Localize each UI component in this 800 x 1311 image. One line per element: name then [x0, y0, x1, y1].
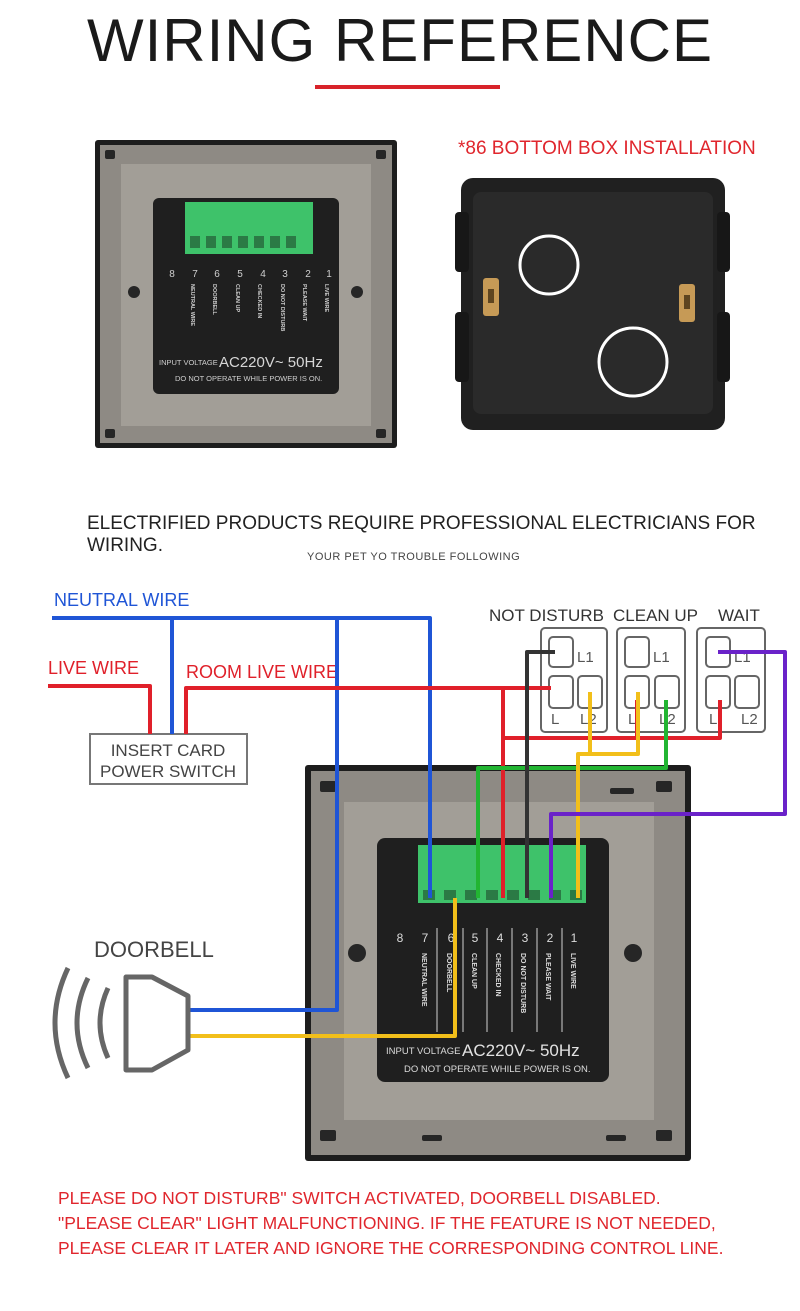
top-terminal-name: NEUTRAL WIRE [189, 284, 195, 326]
warning-line: PLEASE DO NOT DISTURB" SWITCH ACTIVATED,… [58, 1188, 661, 1208]
top-terminal-name: CLEAN UP [234, 284, 240, 312]
voltage-prefix: INPUT VOLTAGE [386, 1046, 460, 1057]
top-terminal-number: 8 [169, 269, 175, 280]
top-terminal-number: 5 [237, 269, 243, 280]
warning-line: PLEASE CLEAR IT LATER AND IGNORE THE COR… [58, 1238, 724, 1258]
switch3-terminal-l2: L2 [741, 711, 758, 728]
top-terminal-number: 1 [326, 269, 332, 280]
switch3-terminal-l: L [709, 711, 717, 728]
yellow-wire [576, 692, 640, 898]
power-warning: DO NOT OPERATE WHILE POWER IS ON. [404, 1064, 591, 1075]
top-terminal-name: PLEASE WAIT [301, 284, 307, 322]
main-switch-panel: 8 7 6 5 4 3 2 1 NEUTRAL WIRE DOORBELL CL… [305, 765, 691, 1161]
top-voltage-prefix: INPUT VOLTAGE [159, 358, 218, 367]
room-live-wire [184, 686, 551, 734]
terminal-name: CHECKED IN [494, 953, 501, 997]
room-live-to-switches [503, 700, 722, 740]
top-terminal-number: 2 [305, 269, 311, 280]
doorbell-label: DOORBELL [94, 937, 214, 962]
switch-title-not-disturb: NOT DISTURB [489, 606, 604, 625]
terminal-number: 3 [522, 931, 529, 945]
terminal-name: DOORBELL [445, 953, 452, 993]
terminal-number: 2 [547, 931, 554, 945]
professional-notice: ELECTRIFIED PRODUCTS REQUIRE PROFESSIONA… [87, 513, 756, 556]
terminal-name: DO NOT DISTURB [519, 953, 526, 1013]
doorbell-speaker-icon [52, 966, 191, 1080]
switch2-terminal-l: L [628, 711, 636, 728]
top-terminal-number: 3 [282, 269, 288, 280]
switch2-terminal-l1: L1 [653, 649, 670, 666]
top-terminal-number: 4 [260, 269, 266, 280]
neutral-wire [52, 616, 432, 898]
top-terminal-name: LIVE WIRE [323, 284, 329, 312]
green-wire [476, 700, 668, 898]
terminal-name: LIVE WIRE [569, 953, 576, 989]
box-caption: *86 BOTTOM BOX INSTALLATION [458, 138, 756, 159]
terminal-number: 7 [422, 931, 429, 945]
top-terminal-number: 6 [214, 269, 220, 280]
top-terminal-name: CHECKED IN [256, 284, 262, 318]
terminal-number: 5 [472, 931, 479, 945]
terminal-name: CLEAN UP [470, 953, 477, 989]
purple-wire [549, 650, 787, 898]
switch1-terminal-l1: L1 [577, 649, 594, 666]
insert-card-label-2: POWER SWITCH [100, 762, 236, 781]
switch-title-clean-up: CLEAN UP [613, 606, 698, 625]
switch-title-wait: WAIT [718, 606, 760, 625]
top-terminal-number: 7 [192, 269, 198, 280]
terminal-name: NEUTRAL WIRE [420, 953, 427, 1007]
wall-switches [540, 627, 766, 733]
wiring-diagram: 8 7 6 5 4 3 2 1 NEUTRAL WIRE DOORBELL CL… [48, 590, 787, 1161]
top-voltage: AC220V~ 50Hz [219, 354, 323, 371]
neutral-wire-label: NEUTRAL WIRE [54, 590, 189, 610]
top-terminal-name: DOORBELL [211, 284, 217, 316]
voltage-rating: AC220V~ 50Hz [462, 1041, 580, 1060]
warning-text: PLEASE DO NOT DISTURB" SWITCH ACTIVATED,… [58, 1186, 778, 1261]
page-title: WIRING REFERENCE [86, 7, 714, 74]
room-live-wire-label: ROOM LIVE WIRE [186, 662, 338, 682]
black-wire [525, 650, 555, 898]
bottom-box-photo [455, 178, 730, 430]
neutral-to-doorbell [188, 618, 339, 1012]
terminal-number: 8 [397, 931, 404, 945]
doorbell-yellow-wire [188, 898, 457, 1038]
live-wire [48, 684, 152, 734]
terminal-number: 4 [497, 931, 504, 945]
warning-line: "PLEASE CLEAR" LIGHT MALFUNCTIONING. IF … [58, 1213, 716, 1233]
terminal-number: 6 [448, 931, 455, 945]
terminal-number: 1 [571, 931, 578, 945]
top-power-warning: DO NOT OPERATE WHILE POWER IS ON. [175, 374, 322, 383]
title-underline [315, 85, 500, 89]
switch-back-photo: 8 7 6 5 4 3 2 1 NEUTRAL WIRE DOORBELL CL… [95, 140, 397, 448]
top-terminal-name: DO NOT DISTURB [279, 284, 285, 331]
live-wire-label: LIVE WIRE [48, 658, 139, 678]
insert-card-label-1: INSERT CARD [111, 741, 226, 760]
insert-card-switch-box [89, 733, 248, 785]
terminal-name: PLEASE WAIT [544, 953, 551, 1001]
notice-subtitle: YOUR PET YO TROUBLE FOLLOWING [307, 551, 521, 563]
switch1-terminal-l: L [551, 711, 559, 728]
